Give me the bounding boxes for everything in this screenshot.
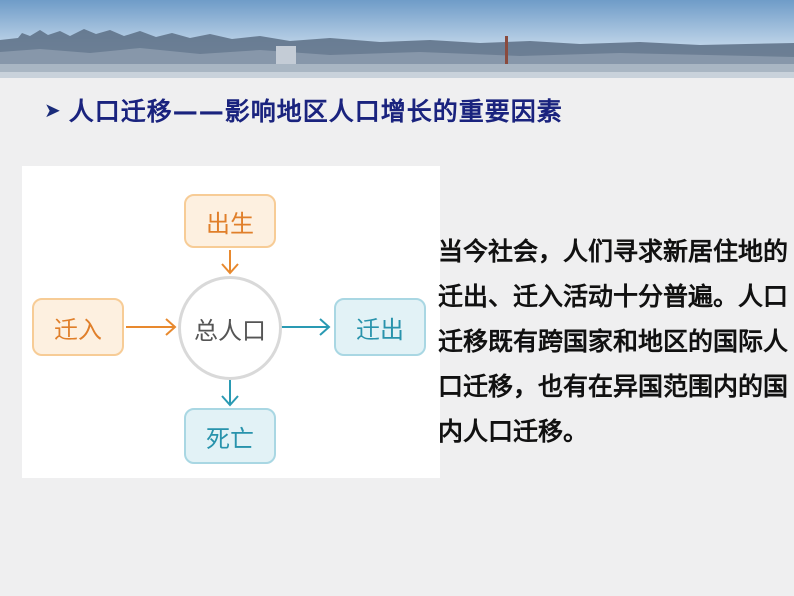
flow-arrows — [126, 250, 331, 407]
emigration-node: 迁出 — [334, 298, 426, 356]
death-node: 死亡 — [184, 408, 276, 464]
birth-node: 出生 — [184, 194, 276, 248]
arrowhead-bullet-icon: ➤ — [44, 98, 61, 122]
immigration-arrowhead — [165, 318, 177, 336]
total-population-node: 总人口 — [178, 276, 282, 380]
population-flow-diagram: 出生 迁入 总人口 迁出 死亡 — [22, 166, 440, 478]
emigration-arrowhead — [319, 318, 331, 336]
immigration-node: 迁入 — [32, 298, 124, 356]
death-arrowhead — [221, 395, 239, 407]
heading-text: 人口迁移——影响地区人口增长的重要因素 — [68, 97, 563, 126]
slide-heading: ➤ 人口迁移——影响地区人口增长的重要因素 — [44, 92, 563, 128]
skyline-image — [0, 0, 794, 78]
birth-arrowhead — [221, 263, 239, 275]
body-paragraph: 当今社会，人们寻求新居住地的迁出、迁入活动十分普遍。人口迁移既有跨国家和地区的国… — [438, 237, 789, 446]
city-skyline-banner — [0, 0, 794, 78]
